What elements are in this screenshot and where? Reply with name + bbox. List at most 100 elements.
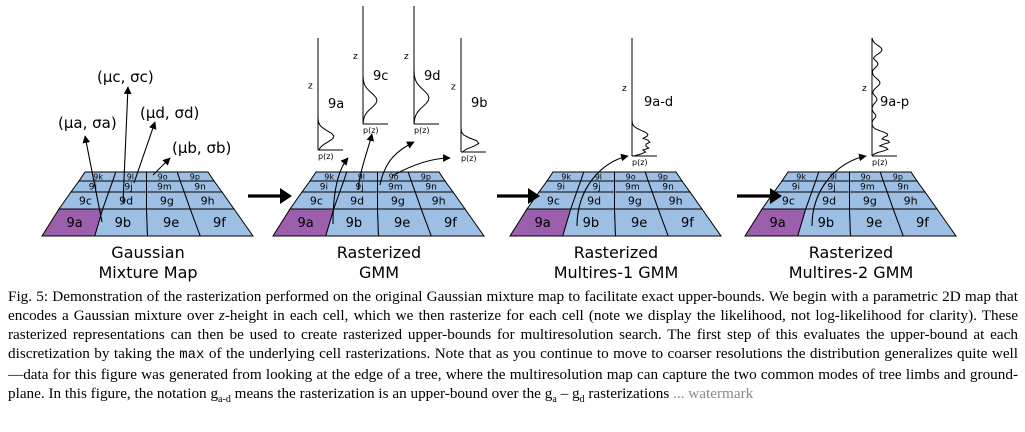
plot-curve <box>871 37 891 157</box>
plot-name-label: 9b <box>471 96 488 111</box>
plot-z-label: z <box>404 52 409 62</box>
plot-name-label: 9c <box>373 69 388 84</box>
arrow-to-param-c <box>122 86 132 204</box>
caption-z-variable: z <box>218 307 225 324</box>
grid-cell-9f <box>420 208 485 237</box>
grid-cell-label: 9o <box>626 172 636 181</box>
figure-5: 9k 9l 9o 9p 9i 9j 9m 9n 9c 9d 9g 9h 9a 9b 9e 9f 9k 9l 9o 9p… <box>41 6 957 282</box>
plot-p-label: p(z) <box>632 158 648 167</box>
grid-cell-label: 9o <box>389 172 399 181</box>
plot-p-label: p(z) <box>318 152 334 161</box>
param-label-d: (μd, σd) <box>140 104 199 122</box>
panel-3-title-line1: Rasterized <box>574 243 658 262</box>
plot-p-label: p(z) <box>414 126 430 135</box>
caption-part-2: -height in each cell, which we then rast… <box>8 307 1018 362</box>
grid-cell-label: 9k <box>324 172 334 181</box>
caption-part-3: of the underlying cell rasterizations. N… <box>8 345 1019 402</box>
grid-cell-label: 9l <box>830 172 837 181</box>
caption-watermark: ... watermark <box>669 385 754 402</box>
plot-name-label: 9a <box>328 97 344 112</box>
caption-sub-d: d <box>579 394 585 406</box>
arrow-to-param-a <box>82 135 103 223</box>
grid-cell-label: 9e <box>631 216 647 231</box>
caption-part-5: rasterizations <box>584 385 670 402</box>
distribution-plot-3: zp(z)9d <box>404 6 441 135</box>
grid-cell-label: 9c <box>782 194 795 207</box>
grid-cell-label: 9m <box>388 183 403 193</box>
grid-cell-label: 9g <box>160 194 174 207</box>
arrow-to-param-d <box>133 121 157 184</box>
plot-curve <box>362 6 378 125</box>
grid-cell-label: 9e <box>866 216 882 231</box>
arrow-to-param-b <box>152 157 171 176</box>
param-label-b: (μb, σb) <box>172 139 231 157</box>
arrow-cells-to-plot-ad <box>576 153 629 227</box>
caption-part-4: means the rasterization is an upper-boun… <box>230 385 553 402</box>
grid-cell-label: 9j <box>593 183 601 193</box>
grid-cell-label: 9h <box>432 194 446 207</box>
panel-4-title-line2: Multires-2 GMM <box>789 263 914 282</box>
panel-4-title-line1: Rasterized <box>809 243 893 262</box>
grid-cell-label: 9b <box>818 216 835 231</box>
plot-curve <box>317 38 335 151</box>
plot-curve <box>413 6 430 125</box>
grid-cell-label: 9g <box>863 194 877 207</box>
grid-cell-label: 9n <box>194 183 205 193</box>
plot-curve <box>460 38 480 153</box>
grid-cell-label: 9j <box>356 183 364 193</box>
arrow-cell-c-to-plot <box>357 133 375 191</box>
grid-cell-label: 9n <box>425 183 436 193</box>
plot-z-label: z <box>862 84 867 94</box>
grid-cell-label: 9k <box>93 172 103 181</box>
plot-z-label: z <box>451 82 456 92</box>
arrow-cell-a-to-plot <box>332 157 349 225</box>
plot-z-label: z <box>353 52 358 62</box>
grid-cell-label: 9p <box>190 172 200 181</box>
plot-curve <box>631 38 651 157</box>
grid-cell-label: 9i <box>320 183 328 193</box>
panel-3-title-line2: Multires-1 GMM <box>554 263 679 282</box>
grid-cell-label: 9d <box>119 194 133 207</box>
grid-cell-label: 9f <box>444 216 457 231</box>
grid-cell-label: 9g <box>391 194 405 207</box>
plot-z-label: z <box>308 81 313 91</box>
caption-sub-ad: a-d <box>218 394 231 406</box>
grid-cell-label: 9h <box>201 194 215 207</box>
grid-cell-label: 9b <box>346 216 363 231</box>
plot-name-label: 9a-d <box>644 95 673 110</box>
grid-cell-label: 9p <box>893 172 903 181</box>
caption-max-word: max <box>179 347 205 363</box>
panel-2-title-line2: GMM <box>359 263 399 282</box>
panel-1-title-line2: Mixture Map <box>98 263 197 282</box>
panel-2-title-line1: Rasterized <box>337 243 421 262</box>
grid-cell-label: 9m <box>625 183 640 193</box>
grid-cell-label: 9p <box>421 172 431 181</box>
grid-cell-label: 9d <box>350 194 364 207</box>
plot-z-label: z <box>622 84 627 94</box>
grid-cell-label: 9g <box>628 194 642 207</box>
grid-cell-label: 9j <box>125 183 133 193</box>
plot-p-label: p(z) <box>461 154 477 163</box>
caption-part-1: Fig. 5: Demonstration of the rasterizati… <box>8 288 1018 324</box>
distribution-plot-4: z p(z) 9b <box>451 38 488 163</box>
grid-cell-label: 9f <box>916 216 929 231</box>
caption-sub-a: a <box>552 394 557 406</box>
plot-p-label: p(z) <box>363 126 379 135</box>
param-label-c: (μc, σc) <box>97 68 154 86</box>
grid-cell-label: 9b <box>583 216 600 231</box>
grid-cell-9f <box>189 208 254 237</box>
grid-cell-label: 9m <box>157 183 172 193</box>
grid-cell-label: 9k <box>796 172 806 181</box>
distribution-plot-2: z p(z) 9c <box>353 6 388 135</box>
distribution-plot-5: z p(z) 9a-d <box>622 38 673 167</box>
grid-cell-label: 9a <box>298 216 314 231</box>
grid-cell-label: 9n <box>662 183 673 193</box>
grid-cell-label: 9m <box>860 183 875 193</box>
grid-cell-label: 9i <box>792 183 800 193</box>
grid-cell-label: 9l <box>595 172 602 181</box>
caption-dash: – g <box>556 385 580 402</box>
figure-caption: Fig. 5: Demonstration of the rasterizati… <box>8 287 1018 409</box>
